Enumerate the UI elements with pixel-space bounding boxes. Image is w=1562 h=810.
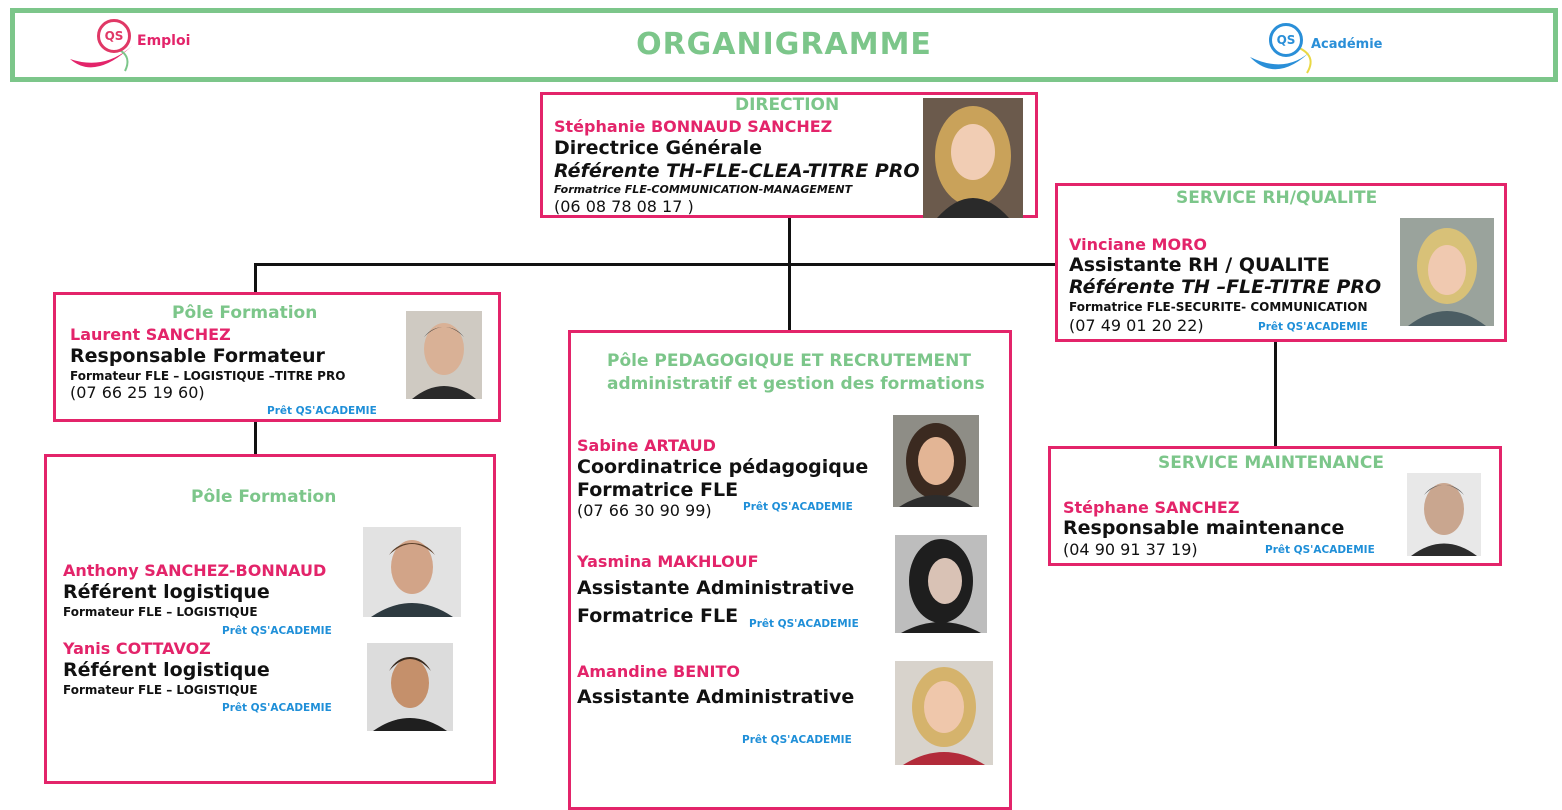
- rh-photo: [1400, 218, 1494, 326]
- direction-phone: (06 08 78 08 17 ): [554, 197, 694, 216]
- direction-box: DIRECTION Stéphanie BONNAUD SANCHEZ Dire…: [540, 92, 1038, 218]
- person-name: Yasmina MAKHLOUF: [577, 552, 759, 571]
- connector-pole-formation-down: [254, 421, 257, 455]
- person-role-secondary: Formatrice FLE: [577, 479, 739, 501]
- rh-name: Vinciane MORO: [1069, 235, 1207, 254]
- maintenance-name: Stéphane SANCHEZ: [1063, 498, 1240, 517]
- pole-pedagogique-dept-line1: Pôle PEDAGOGIQUE ET RECRUTEMENT: [607, 351, 971, 371]
- rh-box: SERVICE RH/QUALITE Vinciane MORO Assista…: [1055, 183, 1507, 342]
- rh-pret-label: Prêt QS'ACADEMIE: [1258, 321, 1368, 333]
- qs-academie-logo-mark: QS: [1269, 23, 1303, 57]
- person-phone: (07 66 30 90 99): [577, 501, 712, 520]
- connector-horizontal-top: [254, 263, 1057, 266]
- direction-formatrice: Formatrice FLE-COMMUNICATION-MANAGEMENT: [554, 183, 853, 196]
- person-role: Coordinatrice pédagogique: [577, 456, 869, 478]
- maintenance-phone: (04 90 91 37 19): [1063, 540, 1198, 559]
- connector-rh-to-maintenance: [1274, 341, 1277, 448]
- pole-pedagogique-dept-line2: administratif et gestion des formations: [607, 374, 985, 394]
- direction-name: Stéphanie BONNAUD SANCHEZ: [554, 117, 833, 136]
- qs-emploi-logo-text: Emploi: [137, 33, 191, 49]
- direction-role: Directrice Générale: [554, 137, 763, 159]
- direction-referent: Référente TH-FLE-CLEA-TITRE PRO: [554, 160, 920, 182]
- person-name: Amandine BENITO: [577, 662, 740, 681]
- direction-dept-label: DIRECTION: [735, 95, 840, 115]
- rh-formatrice: Formatrice FLE-SECURITE- COMMUNICATION: [1069, 300, 1368, 314]
- pole-formation-top-formateur: Formateur FLE – LOGISTIQUE –TITRE PRO: [70, 369, 346, 383]
- maintenance-dept-label: SERVICE MAINTENANCE: [1158, 453, 1384, 473]
- person-formateur: Formateur FLE – LOGISTIQUE: [63, 605, 258, 619]
- maintenance-pret-label: Prêt QS'ACADEMIE: [1265, 544, 1375, 556]
- pole-formation-top-box: Pôle Formation Laurent SANCHEZ Responsab…: [53, 292, 501, 422]
- connector-direction-down: [788, 217, 791, 332]
- direction-photo: [923, 98, 1023, 218]
- pole-formation-top-name: Laurent SANCHEZ: [70, 325, 231, 344]
- person-photo: [895, 661, 993, 765]
- qs-emploi-logo-mark: QS: [97, 19, 131, 53]
- person-role: Référent logistique: [63, 659, 270, 681]
- person-role: Assistante Administrative: [577, 686, 855, 708]
- person-pret: Prêt QS'ACADEMIE: [222, 702, 332, 714]
- rh-role: Assistante RH / QUALITE: [1069, 254, 1330, 276]
- pole-pedagogique-box: Pôle PEDAGOGIQUE ET RECRUTEMENT administ…: [568, 330, 1012, 810]
- person-photo: [895, 535, 987, 633]
- rh-referent: Référente TH –FLE-TITRE PRO: [1069, 276, 1382, 298]
- person-role: Référent logistique: [63, 581, 270, 603]
- person-formateur: Formateur FLE – LOGISTIQUE: [63, 683, 258, 697]
- maintenance-role: Responsable maintenance: [1063, 517, 1345, 539]
- pole-formation-top-role: Responsable Formateur: [70, 345, 325, 367]
- person-role: Assistante Administrative: [577, 577, 855, 599]
- pole-formation-top-pret: Prêt QS'ACADEMIE: [267, 405, 377, 417]
- person-role-secondary: Formatrice FLE: [577, 605, 739, 627]
- person-pret: Prêt QS'ACADEMIE: [749, 618, 859, 630]
- pole-formation-bottom-dept: Pôle Formation: [191, 487, 337, 507]
- rh-dept-label: SERVICE RH/QUALITE: [1176, 188, 1378, 208]
- pole-formation-top-dept: Pôle Formation: [172, 303, 318, 323]
- maintenance-box: SERVICE MAINTENANCE Stéphane SANCHEZ Res…: [1048, 446, 1502, 566]
- person-photo: [363, 527, 461, 617]
- rh-phone: (07 49 01 20 22): [1069, 316, 1204, 335]
- maintenance-photo: [1407, 473, 1481, 556]
- person-pret: Prêt QS'ACADEMIE: [743, 501, 853, 513]
- person-photo: [367, 643, 453, 731]
- pole-formation-bottom-box: Pôle Formation Anthony SANCHEZ-BONNAUD R…: [44, 454, 496, 784]
- person-photo: [893, 415, 979, 507]
- page-title: ORGANIGRAMME: [636, 27, 932, 62]
- pole-formation-top-photo: [406, 311, 482, 399]
- person-name: Yanis COTTAVOZ: [63, 639, 211, 658]
- person-pret: Prêt QS'ACADEMIE: [742, 734, 852, 746]
- person-name: Anthony SANCHEZ-BONNAUD: [63, 561, 327, 580]
- person-pret: Prêt QS'ACADEMIE: [222, 625, 332, 637]
- header-bar: QS Emploi ORGANIGRAMME QS Académie: [10, 8, 1558, 82]
- person-name: Sabine ARTAUD: [577, 436, 716, 455]
- qs-academie-logo-text: Académie: [1311, 37, 1383, 52]
- pole-formation-top-phone: (07 66 25 19 60): [70, 383, 205, 402]
- connector-to-pole-formation: [254, 263, 257, 294]
